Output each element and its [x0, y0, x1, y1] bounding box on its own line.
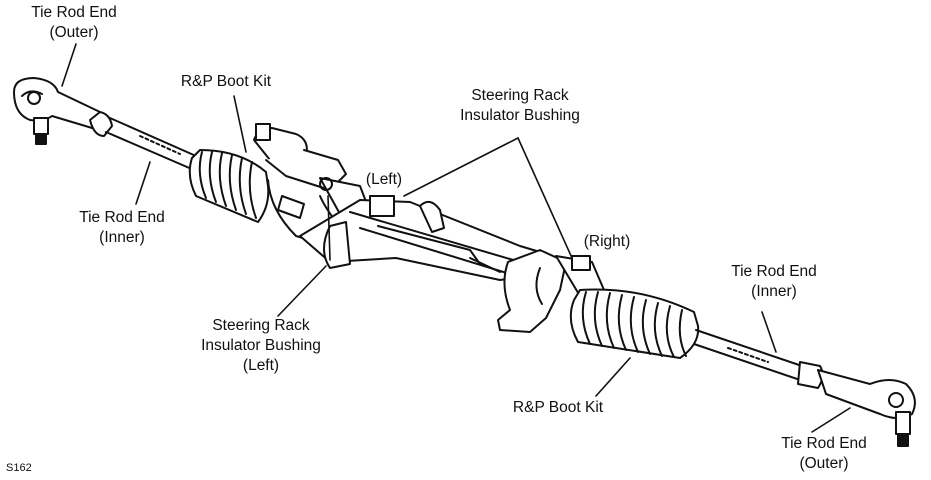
label-line: Steering Rack: [471, 87, 569, 104]
figure-code: S162: [6, 462, 32, 474]
label-rp-boot-kit-bottom: R&P Boot Kit: [498, 398, 618, 418]
label-line: (Left): [242, 357, 280, 374]
tie-rod-inner-left-part: [89, 111, 197, 171]
label-line: Insulator Bushing: [201, 337, 321, 354]
label-line: Tie Rod End: [731, 263, 817, 280]
label-steering-rack-bushing-left: Steering Rack Insulator Bushing (Left): [186, 316, 336, 376]
label-line: Tie Rod End: [31, 4, 117, 21]
label-right-tag: (Right): [574, 232, 640, 252]
label-rp-boot-kit-top: R&P Boot Kit: [166, 72, 286, 92]
label-line: (Outer): [799, 455, 849, 472]
label-line: R&P Boot Kit: [180, 73, 272, 90]
label-line: Insulator Bushing: [460, 107, 580, 124]
label-tie-rod-outer-left: Tie Rod End (Outer): [4, 3, 144, 43]
label-tie-rod-outer-right: Tie Rod End (Outer): [754, 434, 894, 474]
rack-tube-part: [299, 195, 543, 281]
rp-boot-left-part: [188, 149, 270, 223]
rack-mount-right-part: [497, 249, 605, 333]
label-line: Tie Rod End: [781, 435, 867, 452]
label-line: Tie Rod End: [79, 209, 165, 226]
label-line: (Right): [583, 233, 631, 250]
rp-boot-right-part: [569, 288, 700, 359]
label-line: (Outer): [49, 24, 99, 41]
label-tie-rod-inner-left: Tie Rod End (Inner): [62, 208, 182, 248]
tie-rod-outer-left-part: [13, 77, 102, 145]
tie-rod-inner-right-part: [693, 329, 824, 389]
label-line: (Inner): [751, 283, 797, 300]
leader-lines: [61, 43, 851, 433]
tie-rod-outer-right-part: [817, 369, 916, 447]
label-tie-rod-inner-right: Tie Rod End (Inner): [714, 262, 834, 302]
label-left-tag: (Left): [356, 170, 412, 190]
label-line: Steering Rack: [212, 317, 310, 334]
label-steering-rack-bushing-top: Steering Rack Insulator Bushing: [440, 86, 600, 126]
label-line: (Left): [365, 171, 403, 188]
label-line: (Inner): [99, 229, 145, 246]
label-line: R&P Boot Kit: [512, 399, 604, 416]
